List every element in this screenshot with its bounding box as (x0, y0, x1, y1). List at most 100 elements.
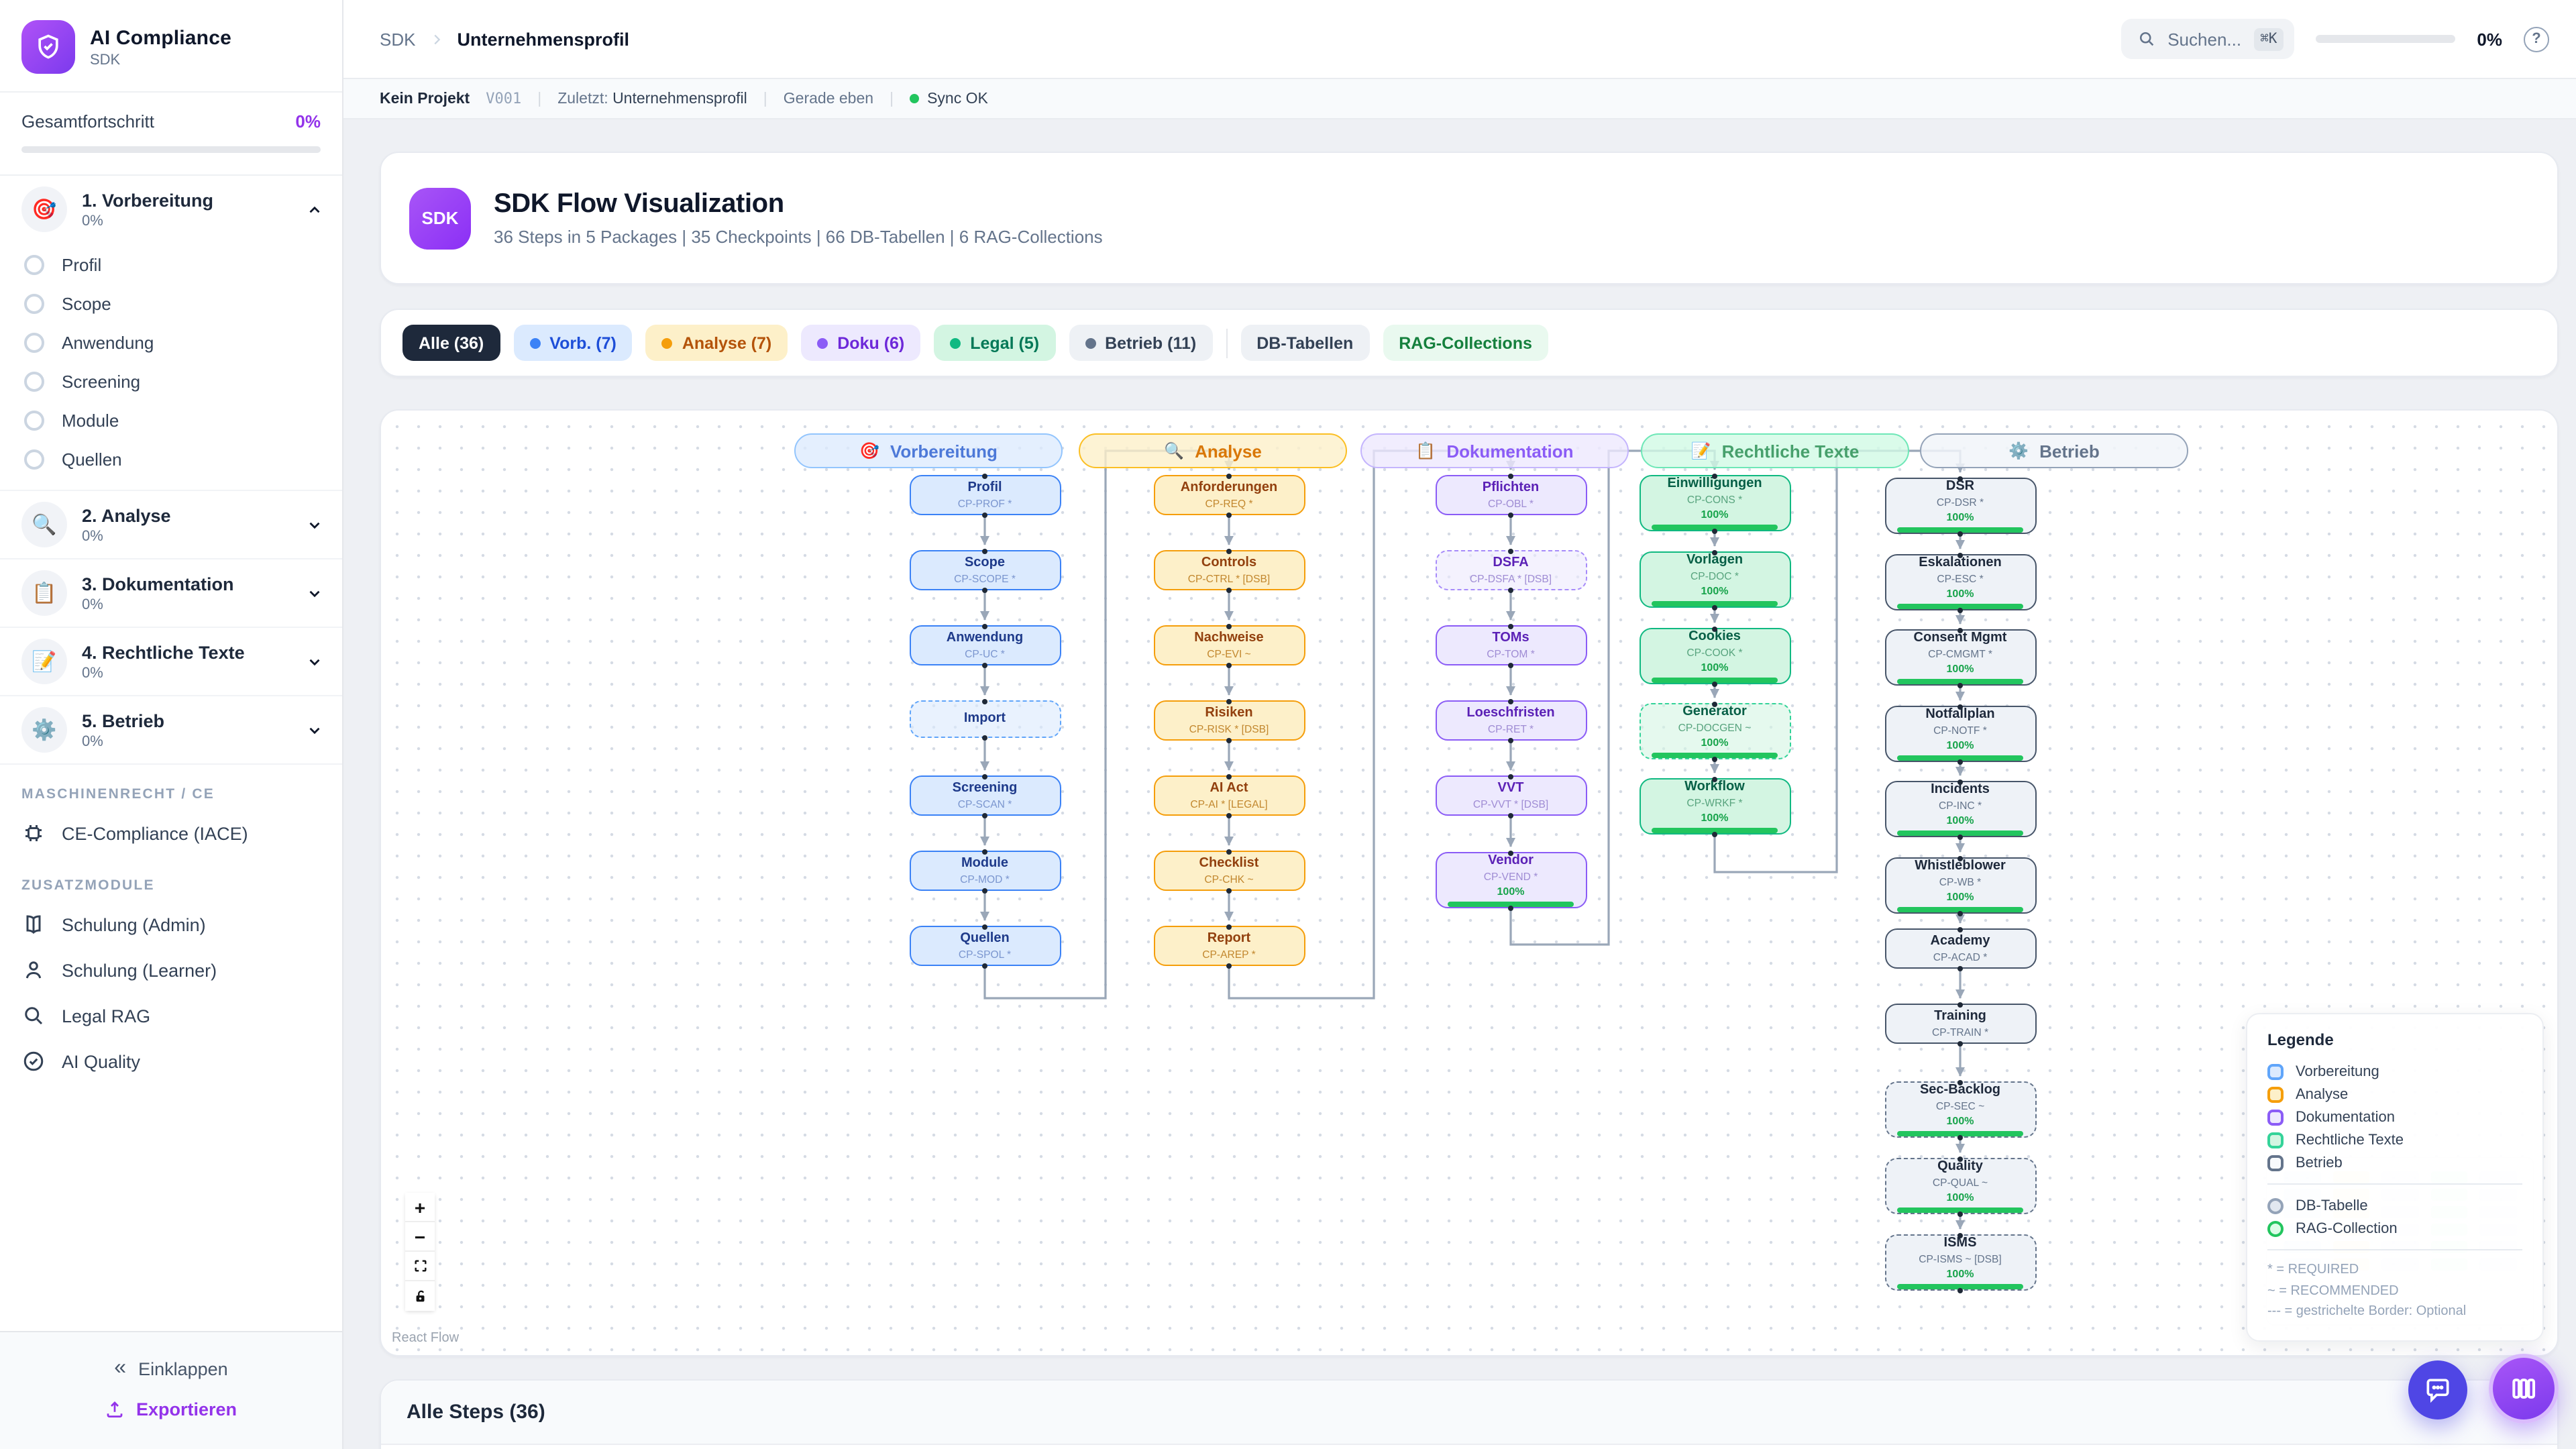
zoom-out-button[interactable]: − (405, 1222, 435, 1252)
flow-group-dokumentation[interactable]: 📋 Dokumentation (1360, 433, 1629, 468)
sidebar-section-rechtliche-texte[interactable]: 📝 4. Rechtliche Texte 0% (0, 628, 342, 696)
flow-node-generator[interactable]: Generator CP-DOCGEN ~ 100% (1639, 701, 1790, 761)
flow-node-whistleblower[interactable]: Whistleblower CP-WB * 100% (1884, 855, 2036, 916)
node-code: CP-ACAD * (1933, 951, 1988, 963)
flow-node-loeschfristen[interactable]: Loeschfristen CP-RET * (1435, 698, 1587, 743)
node-progress-value: 100% (1946, 588, 1974, 600)
flow-group-vorbereitung[interactable]: 🎯 Vorbereitung (794, 433, 1063, 468)
legend-label: RAG-Collection (2296, 1220, 2398, 1236)
flow-group-betrieb[interactable]: ⚙️ Betrieb (1920, 433, 2188, 468)
flow-node-sec-backlog[interactable]: Sec-Backlog CP-SEC ~ 100% (1884, 1079, 2036, 1140)
flow-node-nachweise[interactable]: Nachweise CP-EVI ~ (1153, 623, 1305, 667)
item-label: Schulung (Learner) (62, 960, 217, 980)
flow-node-toms[interactable]: TOMs CP-TOM * (1435, 623, 1587, 667)
group-title: Betrieb (2039, 441, 2100, 461)
item-label: Screening (62, 372, 141, 392)
flow-node-dsr[interactable]: DSR CP-DSR * 100% (1884, 476, 2036, 536)
flow-node-module[interactable]: Module CP-MOD * (909, 849, 1061, 893)
sidebar-item-ce-compliance[interactable]: CE-Compliance (IACE) (0, 810, 342, 856)
flow-node-ai-act[interactable]: AI Act CP-AI * [LEGAL] (1153, 773, 1305, 818)
flow-node-profil[interactable]: Profil CP-PROF * (909, 473, 1061, 517)
flow-node-training[interactable]: Training CP-TRAIN * (1884, 1002, 2036, 1046)
sidebar-item-schulung-learner[interactable]: Schulung (Learner) (0, 947, 342, 993)
flow-node-notfallplan[interactable]: Notfallplan CP-NOTF * 100% (1884, 704, 2036, 764)
node-label: Notfallplan (1925, 707, 1995, 722)
divider (2267, 1183, 2522, 1185)
sidebar-item-schulung-admin[interactable]: Schulung (Admin) (0, 902, 342, 947)
breadcrumb-sdk[interactable]: SDK (380, 29, 416, 49)
divider: | (537, 91, 542, 107)
flow-group-analyse[interactable]: 🔍 Analyse (1079, 433, 1347, 468)
sidebar-section-dokumentation[interactable]: 📋 3. Dokumentation 0% (0, 559, 342, 628)
flow-node-checklist[interactable]: Checklist CP-CHK ~ (1153, 849, 1305, 893)
lock-open-icon (415, 1289, 424, 1301)
sidebar-item-screening[interactable]: Screening (0, 362, 342, 401)
slate-dot-icon (1085, 337, 1096, 348)
flow-node-pflichten[interactable]: Pflichten CP-OBL * (1435, 473, 1587, 517)
node-progress-value: 100% (1946, 739, 1974, 752)
filter-chip-betrieb[interactable]: Betrieb (11) (1069, 325, 1213, 361)
flow-node-anwendung[interactable]: Anwendung CP-UC * (909, 623, 1061, 667)
sidebar-item-ai-quality[interactable]: AI Quality (0, 1038, 342, 1084)
clipboard-icon: 📋 (21, 570, 67, 616)
amber-dot-icon (661, 337, 673, 348)
filter-chip-vorbereitung[interactable]: Vorb. (7) (513, 325, 633, 361)
sidebar-item-anwendung[interactable]: Anwendung (0, 323, 342, 362)
flow-node-eskalationen[interactable]: Eskalationen CP-ESC * 100% (1884, 552, 2036, 612)
flow-node-incidents[interactable]: Incidents CP-INC * 100% (1884, 779, 2036, 839)
export-button[interactable]: Exportieren (0, 1389, 342, 1430)
flow-node-einwilligungen[interactable]: Einwilligungen CP-CONS * 100% (1639, 473, 1790, 533)
flow-node-scope[interactable]: Scope CP-SCOPE * (909, 548, 1061, 592)
flow-group-rechtliche-texte[interactable]: 📝 Rechtliche Texte (1641, 433, 1909, 468)
flow-node-vorlagen[interactable]: Vorlagen CP-DOC * 100% (1639, 549, 1790, 610)
sidebar-section-betrieb[interactable]: ⚙️ 5. Betrieb 0% (0, 696, 342, 765)
flow-node-academy[interactable]: Academy CP-ACAD * (1884, 926, 2036, 971)
node-progress-value: 100% (1946, 814, 1974, 827)
sidebar-item-scope[interactable]: Scope (0, 284, 342, 323)
chat-assistant-button[interactable] (2408, 1360, 2467, 1419)
flow-node-import[interactable]: Import (909, 698, 1061, 740)
lock-button[interactable] (405, 1281, 435, 1311)
filter-chip-analyse[interactable]: Analyse (7) (645, 325, 788, 361)
flow-node-screening[interactable]: Screening CP-SCAN * (909, 773, 1061, 818)
flow-node-vendor[interactable]: Vendor CP-VEND * 100% (1435, 850, 1587, 910)
flow-node-isms[interactable]: ISMS CP-ISMS ~ [DSB] 100% (1884, 1232, 2036, 1293)
all-steps-header: Alle Steps (36) (381, 1381, 2557, 1445)
sidebar-section-analyse[interactable]: 🔍 2. Analyse 0% (0, 491, 342, 559)
sidebar-item-module[interactable]: Module (0, 401, 342, 440)
filter-chip-legal[interactable]: Legal (5) (934, 325, 1056, 361)
flow-canvas[interactable]: 🎯 Vorbereitung 🔍 Analyse 📋 Dokumentation… (380, 409, 2559, 1356)
flow-node-consent-mgmt[interactable]: Consent Mgmt CP-CMGMT * 100% (1884, 627, 2036, 688)
node-code: CP-TRAIN * (1931, 1026, 1989, 1038)
collapse-sidebar-button[interactable]: « Einklappen (0, 1348, 342, 1389)
legend-circle-rag (2267, 1220, 2284, 1236)
filter-chip-doku[interactable]: Doku (6) (801, 325, 921, 361)
help-button[interactable]: ? (2524, 26, 2549, 52)
flow-node-report[interactable]: Report CP-AREP * (1153, 924, 1305, 968)
fit-view-button[interactable] (405, 1252, 435, 1281)
sidebar-item-profil[interactable]: Profil (0, 246, 342, 284)
filter-chip-db-tabellen[interactable]: DB-Tabellen (1240, 325, 1370, 361)
sidebar-section-vorbereitung[interactable]: 🎯 1. Vorbereitung 0% (0, 176, 342, 243)
flow-node-quality[interactable]: Quality CP-QUAL ~ 100% (1884, 1156, 2036, 1216)
sidebar-item-legal-rag[interactable]: Legal RAG (0, 993, 342, 1038)
filter-chip-rag-collections[interactable]: RAG-Collections (1383, 325, 1548, 361)
flow-node-risiken[interactable]: Risiken CP-RISK * [DSB] (1153, 698, 1305, 743)
flow-node-controls[interactable]: Controls CP-CTRL * [DSB] (1153, 548, 1305, 592)
filter-chip-alle[interactable]: Alle (36) (402, 325, 500, 361)
search-button[interactable]: Suchen... ⌘K (2121, 19, 2295, 59)
flow-node-workflow[interactable]: Workflow CP-WRKF * 100% (1639, 776, 1790, 837)
zoom-in-button[interactable]: + (405, 1193, 435, 1222)
flow-node-dsfa[interactable]: DSFA CP-DSFA * [DSB] (1435, 548, 1587, 592)
sidebar-item-quellen[interactable]: Quellen (0, 440, 342, 479)
flow-node-vvt[interactable]: VVT CP-VVT * [DSB] (1435, 773, 1587, 818)
flow-node-cookies[interactable]: Cookies CP-COOK * 100% (1639, 626, 1790, 686)
last-saved-time: Gerade eben (783, 91, 874, 107)
flow-node-quellen[interactable]: Quellen CP-SPOL * (909, 924, 1061, 968)
node-progress-value: 100% (1701, 661, 1729, 674)
flow-node-anforderungen[interactable]: Anforderungen CP-REQ * (1153, 473, 1305, 517)
panel-toggle-button[interactable] (2489, 1354, 2559, 1424)
react-flow-attribution[interactable]: React Flow (392, 1331, 460, 1346)
node-code: CP-COOK * (1686, 647, 1743, 659)
